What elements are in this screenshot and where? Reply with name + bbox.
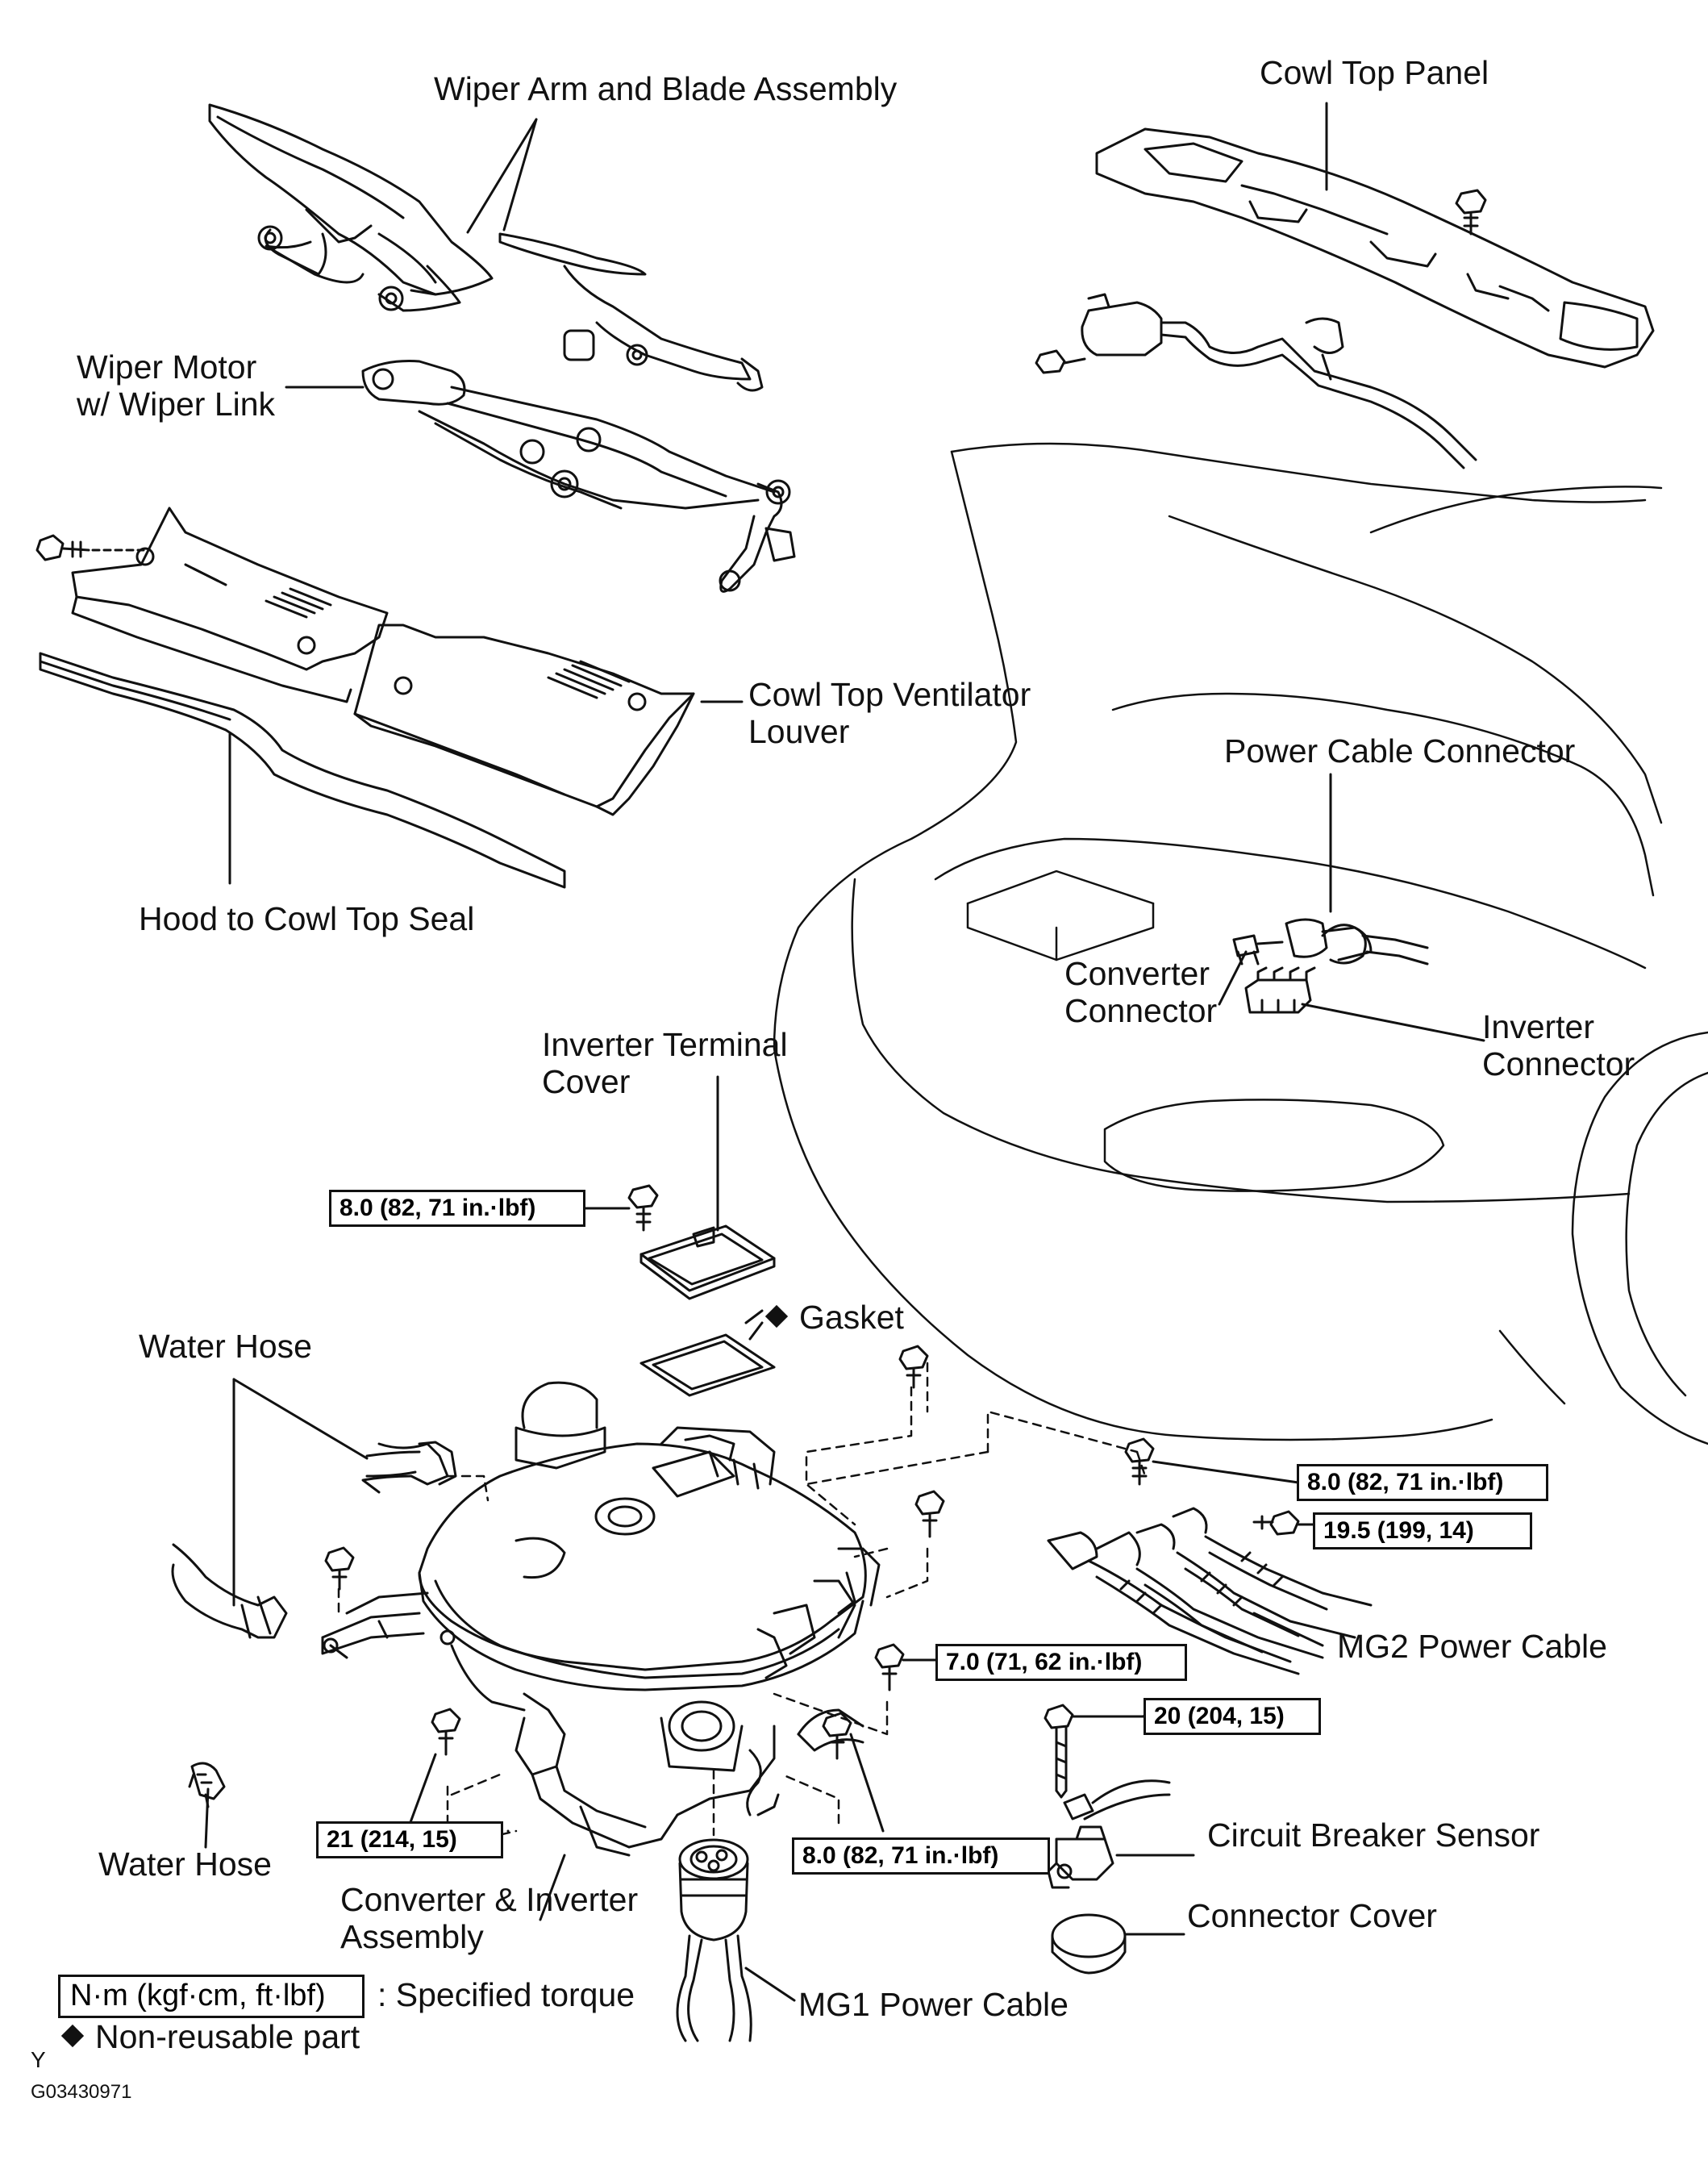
bolt-right-upper (898, 1345, 929, 1389)
alignment-lines (337, 1362, 1147, 1849)
footer-mark: Y (31, 2047, 46, 2072)
label-water-hose-top: Water Hose (139, 1328, 312, 1365)
label-inverter-terminal-2: Cover (542, 1063, 631, 1100)
bolt-7nm (874, 1643, 905, 1691)
label-cowl-top-panel: Cowl Top Panel (1260, 54, 1489, 91)
nonreusable-diamond-icon (60, 2025, 85, 2048)
label-converter-inverter-1: Converter & Inverter (340, 1881, 639, 1918)
torque-terminal-cover: 8.0 (82, 71 in.·lbf) (329, 1190, 585, 1227)
bolt-louver (35, 534, 145, 561)
mg1-cable-drawing (676, 1838, 752, 2042)
cowl-louver-drawing (71, 507, 695, 816)
label-inverter-connector-2: Connector (1482, 1045, 1635, 1082)
bolt-mg2-side (1252, 1510, 1300, 1536)
nonreusable-diamond-icon (764, 1305, 789, 1328)
bolt-left (324, 1546, 355, 1591)
label-mg1-power-cable: MG1 Power Cable (798, 1986, 1069, 2023)
torque-21nm: 21 (214, 15) (316, 1821, 503, 1858)
converter-inverter-drawing (321, 1381, 881, 1857)
wiper-arm-drawing (208, 103, 764, 392)
legend-torque-box: N·m (kgf·cm, ft·lbf) (58, 1975, 365, 2018)
label-cowl-louver-1: Cowl Top Ventilator (748, 676, 1031, 713)
torque-20nm: 20 (204, 15) (1144, 1698, 1321, 1735)
legend-nonreusable: Non-reusable part (60, 2018, 360, 2055)
vehicle-body-outline (773, 442, 1708, 1445)
torque-mg2-side: 19.5 (199, 14) (1313, 1512, 1532, 1549)
label-wiper-motor-2: w/ Wiper Link (77, 386, 276, 423)
torque-bottom-right: 8.0 (82, 71 in.·lbf) (792, 1837, 1050, 1875)
label-inverter-connector-1: Inverter (1482, 1008, 1594, 1045)
label-wiper-motor-1: Wiper Motor (77, 348, 257, 386)
label-converter-inverter-2: Assembly (340, 1918, 484, 1955)
label-circuit-breaker-sensor: Circuit Breaker Sensor (1207, 1816, 1540, 1854)
label-wiper-arm: Wiper Arm and Blade Assembly (434, 70, 898, 107)
engine-bay-connectors (1232, 918, 1429, 1014)
water-hose-top-drawing (171, 1441, 457, 1639)
torque-mg2-upper: 8.0 (82, 71 in.·lbf) (1297, 1464, 1548, 1501)
terminal-cover-drawing (639, 1224, 776, 1397)
label-inverter-terminal-1: Inverter Terminal (542, 1026, 788, 1063)
label-connector-cover: Connector Cover (1187, 1897, 1437, 1934)
legend-torque-desc: : Specified torque (377, 1976, 635, 2013)
hood-seal-drawing (39, 652, 566, 889)
wiper-motor-drawing (361, 360, 796, 593)
bolt-right-mid (914, 1490, 945, 1538)
bolt-terminal-cover (627, 1184, 659, 1232)
connector-cover-drawing (1051, 1913, 1127, 1975)
bolt-bottom-left (431, 1708, 461, 1756)
bolt-bottom-right (822, 1712, 852, 1760)
bolt-cowl (1455, 189, 1487, 236)
label-gasket: Gasket (764, 1299, 904, 1336)
label-converter-connector-2: Connector (1064, 992, 1218, 1029)
label-cowl-louver-2: Louver (748, 713, 850, 750)
mg2-cable-drawing (1047, 1507, 1373, 1675)
label-mg2-power-cable: MG2 Power Cable (1337, 1628, 1607, 1665)
label-converter-connector-1: Converter (1064, 955, 1210, 992)
torque-7nm: 7.0 (71, 62 in.·lbf) (935, 1644, 1187, 1681)
label-power-cable-connector: Power Cable Connector (1224, 732, 1576, 770)
cowl-top-panel-drawing (1095, 127, 1655, 369)
label-water-hose-bottom: Water Hose (98, 1846, 272, 1883)
wire-harness-drawing (1035, 293, 1477, 469)
bolt-mg2-upper (1124, 1437, 1155, 1486)
circuit-breaker-drawing (1044, 1704, 1171, 1889)
label-hood-seal: Hood to Cowl Top Seal (139, 900, 475, 937)
footer-code: G03430971 (31, 2081, 132, 2103)
